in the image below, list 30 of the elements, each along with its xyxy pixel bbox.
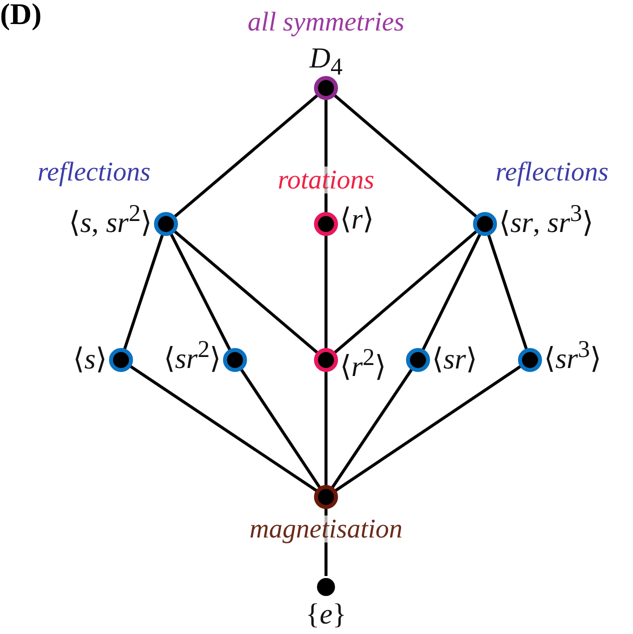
- edge-line: [123, 234, 164, 350]
- edge-line: [170, 233, 232, 351]
- edge-line: [240, 368, 322, 489]
- edge-line: [333, 94, 478, 218]
- group-label: ⟨r⟩: [340, 206, 374, 234]
- edge-line: [333, 230, 478, 354]
- group-label: ⟨sr$^{2}$⟩: [164, 338, 221, 374]
- group-label: ⟨r$^{2}$⟩: [340, 346, 386, 382]
- group-label: {e}: [306, 600, 346, 630]
- group-label: ⟨sr$^{3}$⟩: [544, 338, 602, 374]
- group-label: ⟨s⟩: [73, 346, 107, 374]
- category-label: reflections: [38, 158, 150, 186]
- group-label: D$_{4}$: [309, 44, 343, 80]
- category-label: reflections: [496, 158, 608, 186]
- edge-line: [487, 234, 528, 350]
- edge-line: [334, 364, 522, 492]
- category-label: all symmetries: [248, 8, 404, 36]
- edge-line: [422, 233, 482, 351]
- edge-line: [324, 371, 328, 486]
- category-label: magnetisation: [250, 516, 402, 542]
- edge-line: [173, 230, 319, 354]
- panel-label: (D): [0, 0, 42, 30]
- edge-line: [330, 368, 414, 489]
- category-label: rotations: [278, 166, 374, 194]
- edge-line: [129, 364, 318, 492]
- group-label: ⟨sr⟩: [432, 346, 478, 374]
- group-label: ⟨sr, sr$^{3}$⟩: [499, 202, 594, 238]
- group-label: ⟨s, sr$^{2}$⟩: [68, 202, 152, 238]
- edge-line: [173, 94, 319, 218]
- edge-line: [324, 235, 328, 349]
